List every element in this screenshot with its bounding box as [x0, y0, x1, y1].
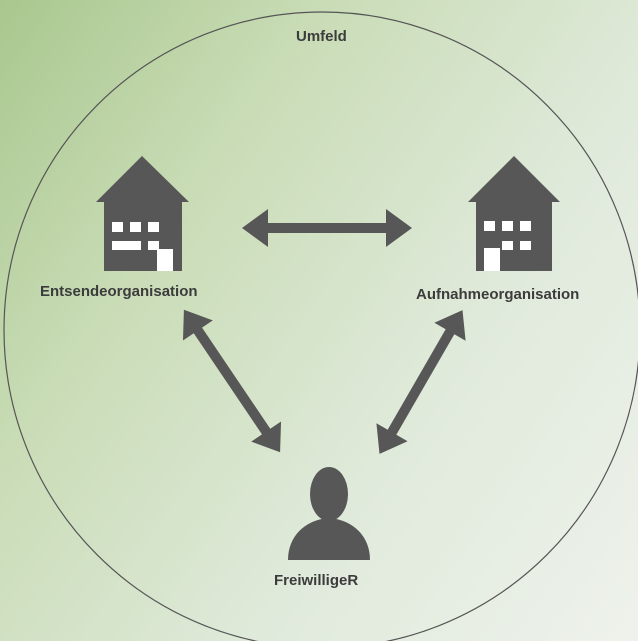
sending-org-label: Entsendeorganisation: [40, 283, 198, 300]
sending-org-house-icon: [96, 156, 189, 271]
arrow-receiving-volunteer: [376, 310, 466, 454]
arrow-sending-volunteer: [182, 309, 282, 453]
volunteer-person-icon: [288, 467, 370, 560]
environment-label: Umfeld: [296, 28, 347, 45]
arrow-organisations: [242, 209, 412, 247]
volunteer-label: FreiwilligeR: [274, 572, 359, 589]
receiving-org-house-icon: [468, 156, 560, 271]
environment-circle: [3, 11, 638, 641]
receiving-org-label: Aufnahmeorganisation: [416, 286, 580, 303]
